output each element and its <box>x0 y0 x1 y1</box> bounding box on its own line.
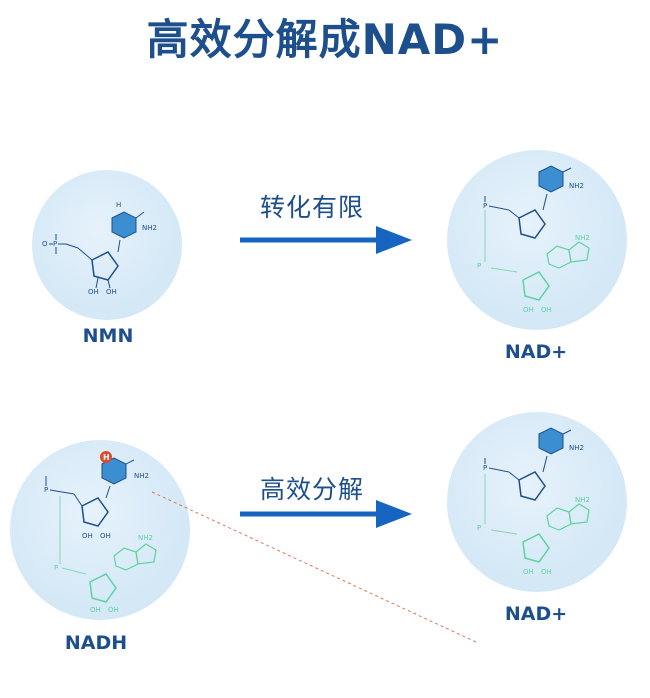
bottom-conversion-arrow <box>240 500 412 528</box>
nmn-structure: O P OH OH H NH2 <box>42 201 157 296</box>
nadh-p-label-2: P <box>54 564 58 572</box>
nad-top-structure: P NH2 P NH2 OH OH <box>477 165 590 314</box>
nad-top-oh-label-1: OH <box>523 306 534 314</box>
nmn-p-label: P <box>53 240 57 248</box>
nad-bottom-p-label-2: P <box>477 524 481 532</box>
nadh-nh2-label-2: NH2 <box>138 534 153 542</box>
nad-bottom-molecule-circle: P NH2 P NH2 OH OH <box>447 412 627 592</box>
nad-bottom-p-label: P <box>483 464 487 472</box>
nmn-molecule-circle: O P OH OH H NH2 <box>32 170 182 320</box>
nad-top-molecule-circle: P NH2 P NH2 OH OH <box>447 150 627 330</box>
nad-top-p-label: P <box>483 202 487 210</box>
nadh-oh-label-1: OH <box>82 532 93 540</box>
nad-top-nh2-label-2: NH2 <box>575 234 590 242</box>
nmn-label: NMN <box>82 325 134 347</box>
nadh-p-label: P <box>44 486 48 494</box>
page-title: 高效分解成NAD+ <box>146 15 504 64</box>
nmn-o-label: O <box>42 240 48 248</box>
nad-top-nh2-label: NH2 <box>569 182 584 190</box>
nadh-oh-label-3: OH <box>90 606 101 614</box>
nad-top-p-label-2: P <box>477 262 481 270</box>
nmn-h-label: H <box>116 201 121 209</box>
nadh-structure: P H NH2 OH OH P NH2 OH OH <box>44 451 157 614</box>
nad-bottom-oh-label-1: OH <box>523 568 534 576</box>
nadh-oh-label-4: OH <box>108 606 119 614</box>
nmn-nh2-label: NH2 <box>142 224 157 232</box>
nmn-oh-label-2: OH <box>106 288 117 296</box>
top-conversion-arrow <box>240 226 412 254</box>
nad-bottom-structure: P NH2 P NH2 OH OH <box>477 427 590 576</box>
nadh-h-marker: H <box>103 453 110 462</box>
nmn-oh-label-1: OH <box>88 288 99 296</box>
bottom-arrow-label: 高效分解 <box>259 475 364 504</box>
nad-bottom-nh2-label-2: NH2 <box>575 496 590 504</box>
nad-bottom-nh2-label: NH2 <box>569 444 584 452</box>
top-arrow-label: 转化有限 <box>259 193 364 222</box>
nadh-molecule-circle: P H NH2 OH OH P NH2 OH OH <box>10 440 190 620</box>
nad-top-oh-label-2: OH <box>541 306 552 314</box>
nadh-oh-label-2: OH <box>100 532 111 540</box>
nadh-label: NADH <box>64 632 128 654</box>
nad-top-label: NAD+ <box>504 341 568 363</box>
nad-bottom-oh-label-2: OH <box>541 568 552 576</box>
nad-bottom-label: NAD+ <box>504 603 568 625</box>
nadh-nh2-label: NH2 <box>134 472 149 480</box>
